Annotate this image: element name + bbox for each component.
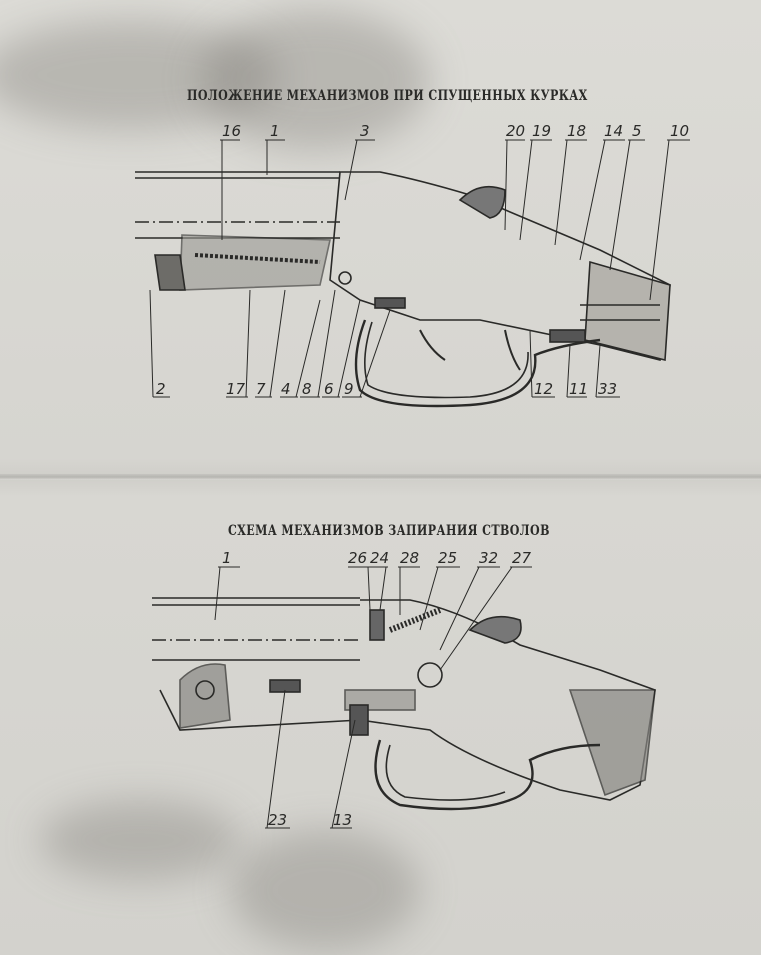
label-27: 27 (512, 549, 532, 567)
stain (230, 830, 420, 950)
stain (0, 20, 280, 130)
label-12: 12 (534, 380, 553, 398)
label-8: 8 (302, 380, 312, 398)
bottom-figure-title: СХЕМА МЕХАНИЗМОВ ЗАПИРАНИЯ СТВОЛОВ (228, 523, 550, 539)
label-5: 5 (632, 122, 642, 140)
label-18: 18 (567, 122, 586, 140)
label-20: 20 (506, 122, 525, 140)
label-19: 19 (532, 122, 551, 140)
label-9: 9 (344, 380, 354, 398)
label-7: 7 (256, 380, 266, 398)
label-11: 11 (569, 380, 588, 398)
stain (40, 800, 240, 880)
page-fold (0, 474, 761, 480)
label-14: 14 (604, 122, 623, 140)
label-24: 24 (370, 549, 389, 567)
stain (200, 10, 430, 150)
top-figure-title: ПОЛОЖЕНИЕ МЕХАНИЗМОВ ПРИ СПУЩЕННЫХ КУРКА… (187, 88, 588, 104)
label-10: 10 (670, 122, 689, 140)
label-33: 33 (598, 380, 617, 398)
label-32: 32 (479, 549, 498, 567)
label-25: 25 (438, 549, 457, 567)
label-17: 17 (226, 380, 246, 398)
label-4: 4 (281, 380, 291, 398)
label-28: 28 (400, 549, 419, 567)
label-3: 3 (360, 122, 370, 140)
label-26: 26 (348, 549, 367, 567)
label-13: 13 (333, 811, 352, 829)
label-6: 6 (324, 380, 334, 398)
label-23: 23 (268, 811, 287, 829)
label-16: 16 (222, 122, 241, 140)
label-1: 1 (222, 549, 232, 567)
label-1: 1 (270, 122, 280, 140)
label-2: 2 (156, 380, 166, 398)
